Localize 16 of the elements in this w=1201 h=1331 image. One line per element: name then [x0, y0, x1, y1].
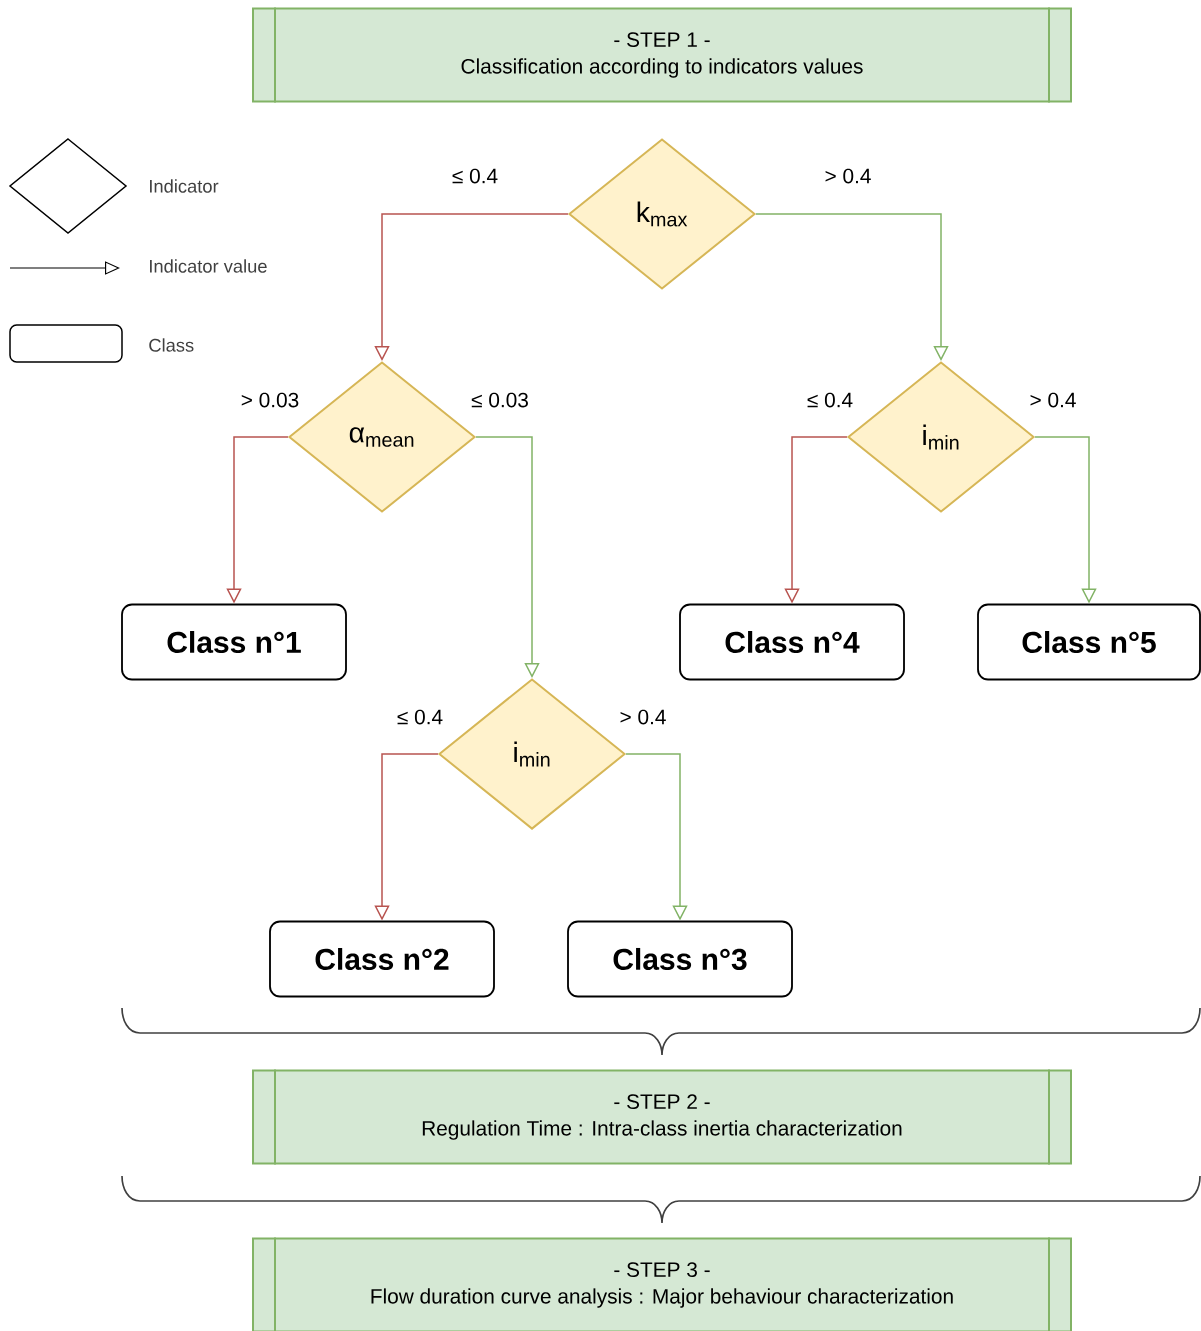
legend-text: Indicator value	[150, 259, 267, 273]
process-box: - STEP 1 - Classification according to indicators values	[252, 6, 1072, 104]
edge-label: > 0.4	[822, 166, 874, 186]
class-box: Class n°2	[269, 920, 495, 998]
arrow	[755, 213, 949, 361]
arrow	[475, 436, 540, 678]
legend-text: Indicator	[150, 179, 219, 193]
class-box: Class n°5	[977, 603, 1201, 681]
edge-label: ≤ 0.4	[450, 166, 500, 186]
arrow	[374, 213, 569, 361]
legend-text: Class	[149, 338, 194, 352]
class-box: Class n°3	[567, 920, 793, 998]
class-box: Class n°4	[679, 603, 905, 681]
process-box: - STEP 2 - Regulation Time : Intra-class inertia characterization	[252, 1068, 1072, 1166]
process-box: - STEP 3 - Flow duration curve analysis : Major behaviour characterization	[252, 1236, 1072, 1331]
class-box: Class n°1	[121, 603, 347, 681]
